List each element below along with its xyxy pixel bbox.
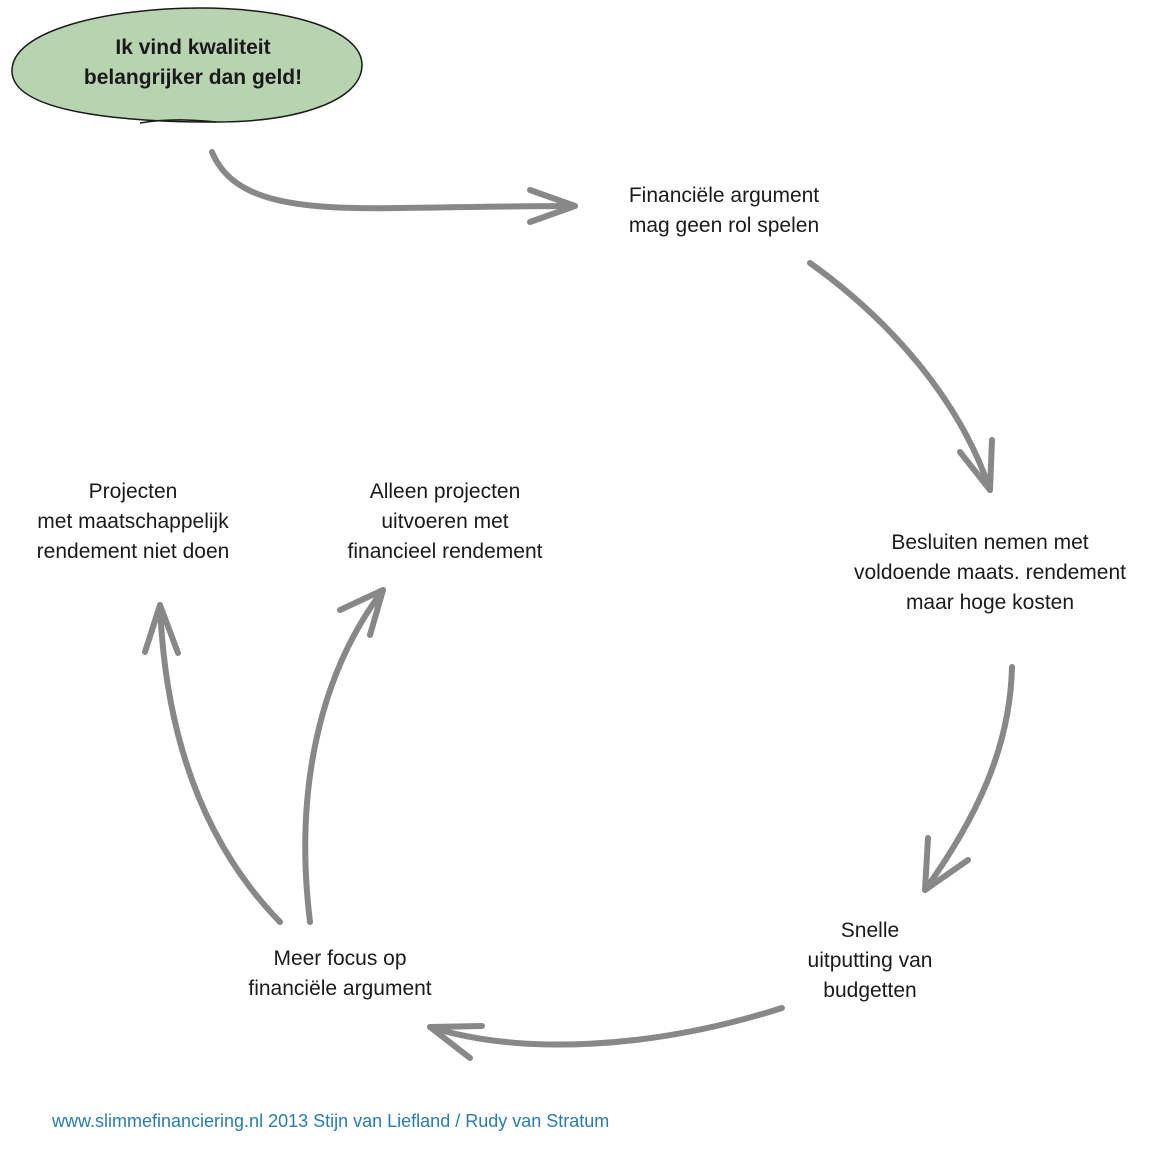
node-depletion-line-3: budgetten [823, 979, 917, 1002]
node-no-social-line-3: rendement niet doen [36, 540, 230, 563]
node-financial-argument-line-2: mag geen rol spelen [628, 214, 820, 237]
node-depletion: Snelle uitputting van budgetten [770, 916, 970, 1006]
node-decisions-line-1: Besluiten nemen met [891, 531, 1089, 554]
node-only-financial-line-3: financieel rendement [347, 540, 543, 563]
node-depletion-line-1: Snelle [840, 919, 900, 942]
node-financial-argument-line-1: Financiële argument [628, 184, 820, 207]
node-only-financial: Alleen projecten uitvoeren met financiee… [315, 477, 575, 567]
node-only-financial-line-1: Alleen projecten [369, 480, 521, 503]
speech-bubble-line-1: Ik vind kwaliteit [115, 36, 271, 59]
arrow-decisions-to-depletion [922, 664, 1015, 893]
arrow-financial-argument-to-decisions [807, 260, 995, 493]
node-decisions: Besluiten nemen met voldoende maats. ren… [830, 528, 1150, 618]
node-more-focus-line-2: financiële argument [248, 977, 432, 1000]
node-no-social-line-1: Projecten [88, 480, 178, 503]
node-decisions-line-2: voldoende maats. rendement [853, 561, 1126, 584]
node-more-focus: Meer focus op financiële argument [210, 944, 470, 1004]
node-more-focus-line-1: Meer focus op [273, 947, 407, 970]
speech-bubble-tail [139, 119, 217, 124]
speech-bubble-text: Ik vind kwaliteit belangrijker dan geld! [28, 33, 358, 93]
node-depletion-line-2: uitputting van [807, 949, 933, 972]
footer-credit[interactable]: www.slimmefinanciering.nl 2013 Stijn van… [52, 1111, 610, 1131]
speech-bubble-shape [11, 7, 363, 123]
speech-bubble [11, 7, 363, 124]
arrow-more-focus-to-no-social [142, 602, 283, 925]
node-no-social-line-2: met maatschappelijk [37, 510, 229, 533]
speech-bubble-line-2: belangrijker dan geld! [83, 66, 303, 89]
arrow-depletion-to-more-focus [427, 1005, 785, 1061]
node-financial-argument: Financiële argument mag geen rol spelen [574, 181, 874, 241]
node-no-social: Projecten met maatschappelijk rendement … [8, 477, 258, 567]
node-only-financial-line-2: uitvoeren met [381, 510, 509, 533]
arrow-bubble-to-financial-argument [209, 149, 578, 225]
node-decisions-line-3: maar hoge kosten [905, 591, 1075, 614]
arrow-more-focus-to-only-financial [302, 587, 386, 925]
